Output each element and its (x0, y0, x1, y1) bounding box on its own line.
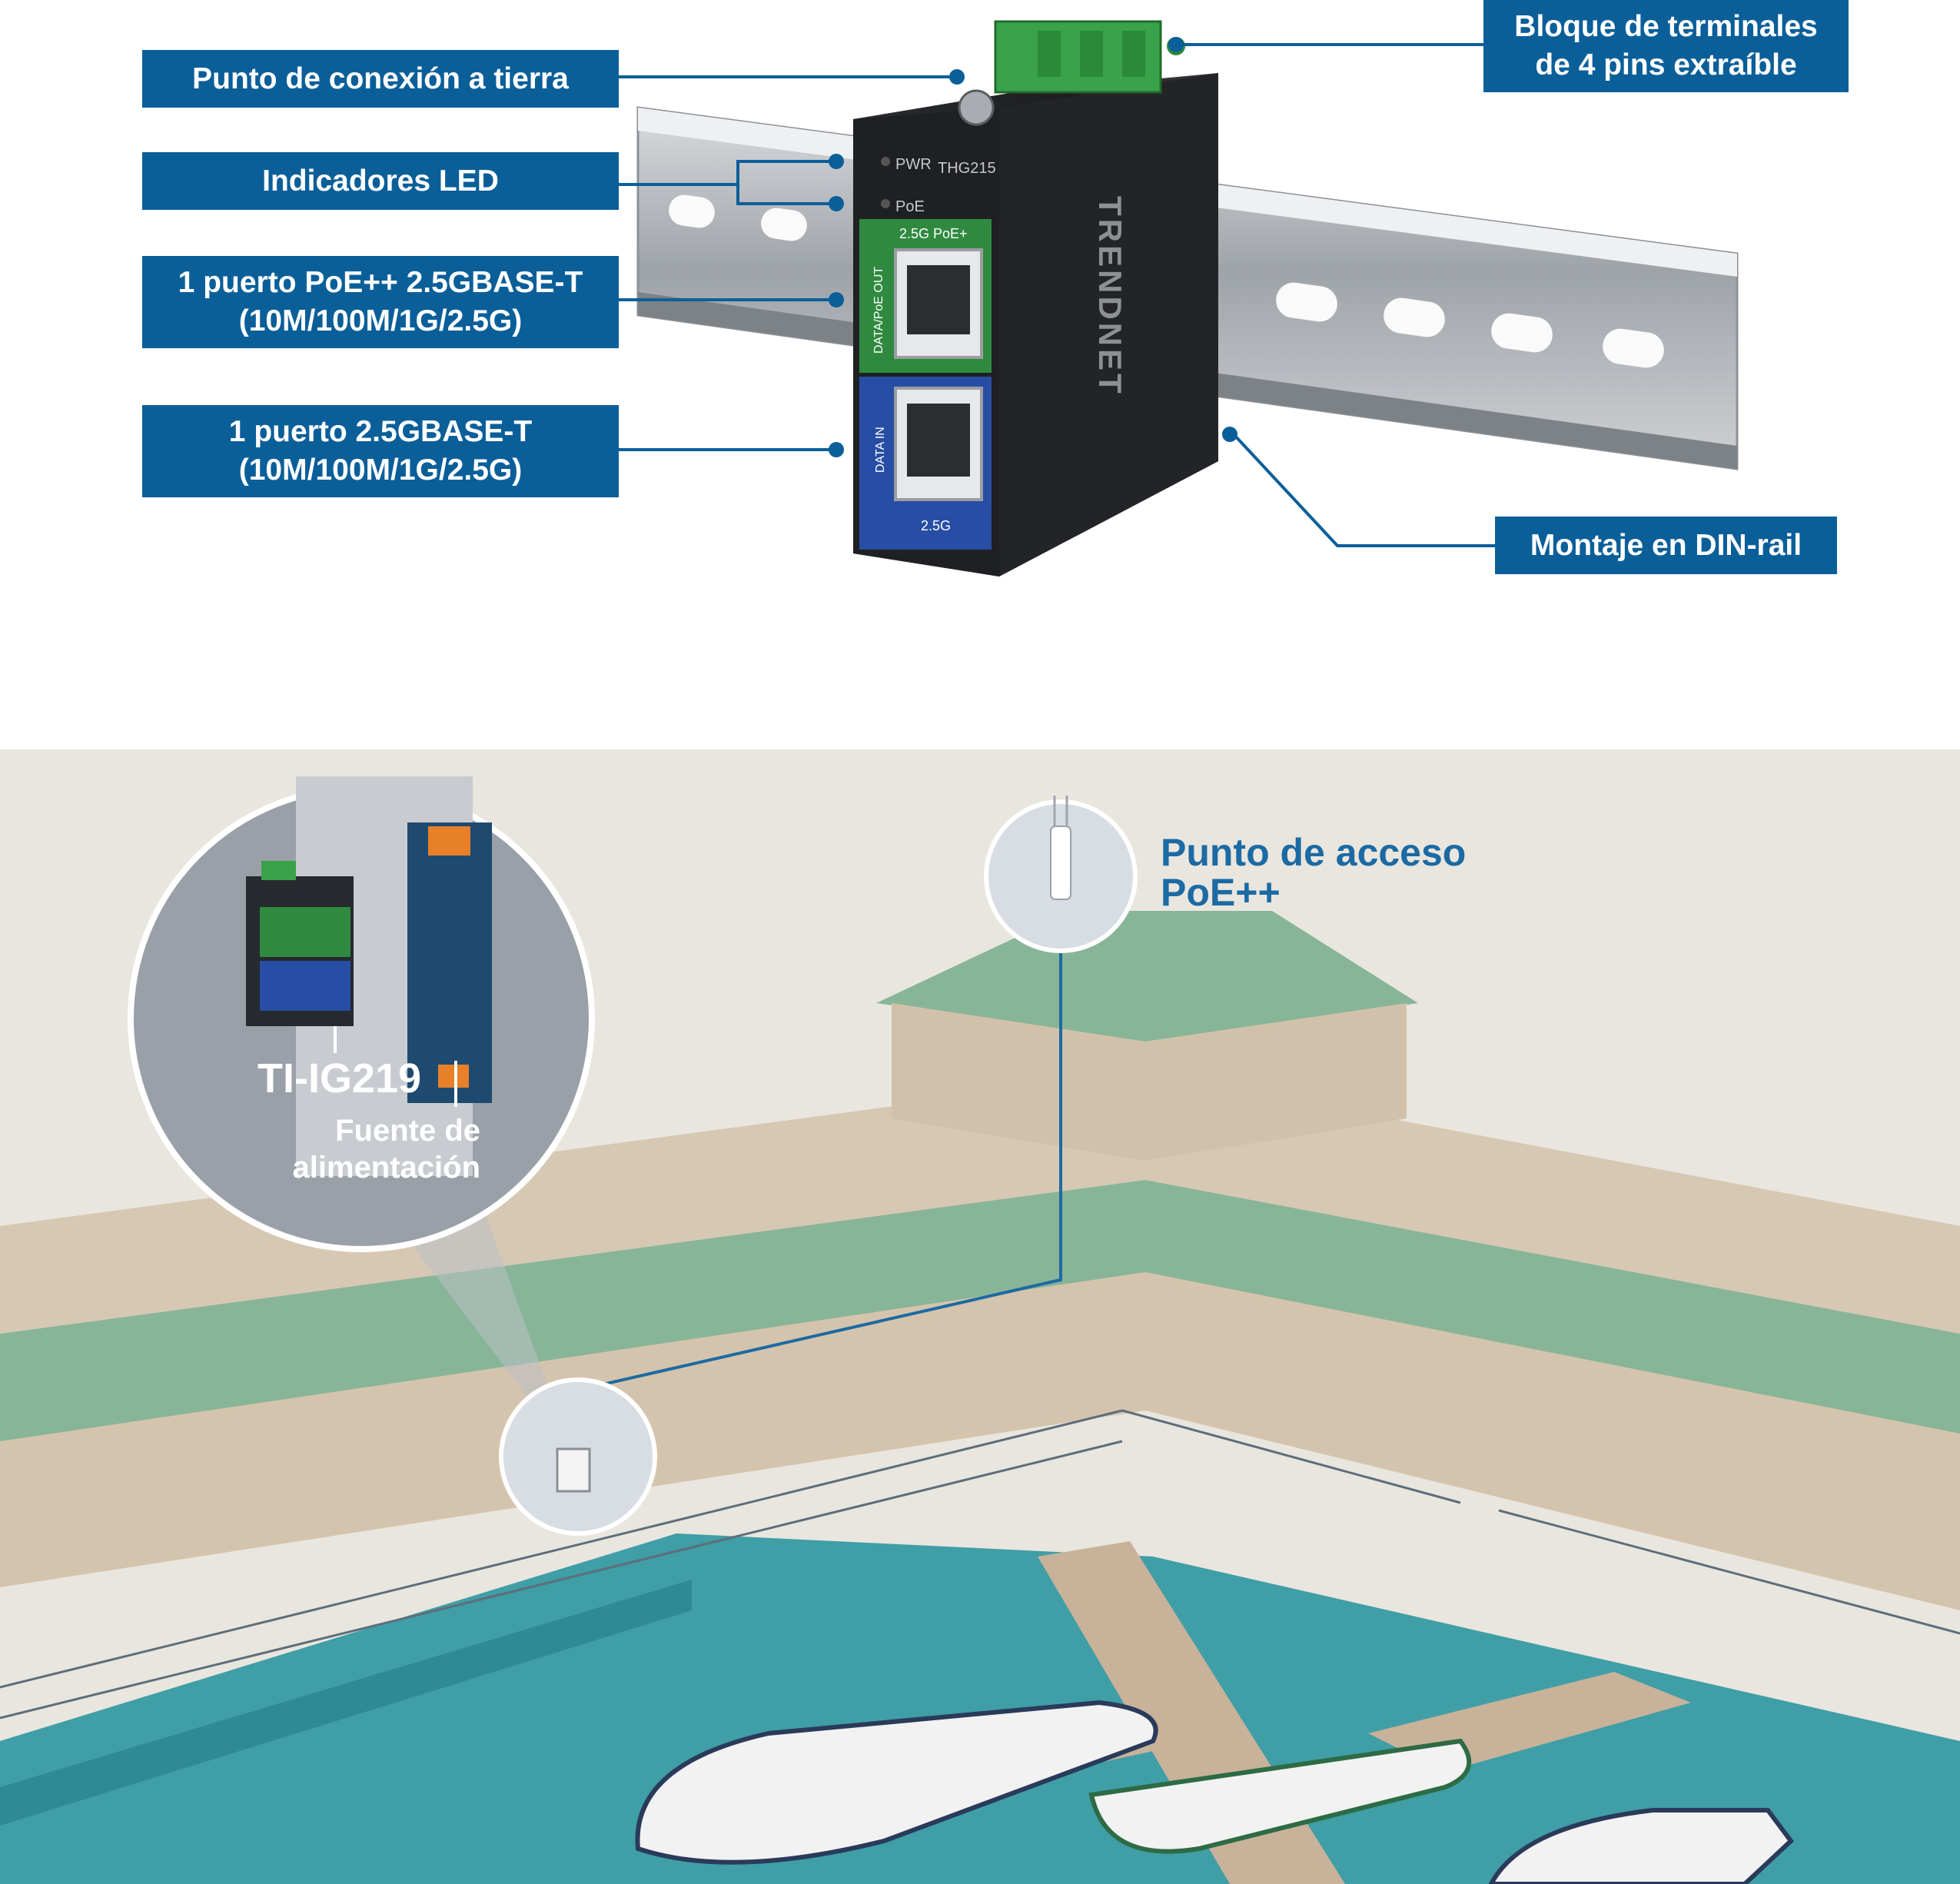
brand-label: TRENDNET (1092, 196, 1128, 397)
pwr-led (881, 157, 890, 166)
ti-ig219-label: TI-IG219 (257, 1055, 422, 1101)
boats (635, 1700, 1795, 1884)
data-in-side-label: DATA IN (874, 427, 887, 473)
marina-scene: Punto de acceso PoE++ TI-IG219 Fuente de… (0, 749, 1960, 1884)
callout-data-port-line1: 1 puerto 2.5GBASE-T (228, 415, 533, 448)
callout-poe-port-line1: 1 puerto PoE++ 2.5GBASE-T (178, 266, 583, 299)
callout-lines (619, 43, 1495, 547)
callout-data-port-line2: (10M/100M/1G/2.5G) (238, 454, 523, 487)
callout-data-port: 1 puerto 2.5GBASE-T (10M/100M/1G/2.5G) (142, 405, 619, 497)
callout-terminal-block: Bloque de terminales de 4 pins extraíble (1483, 0, 1849, 92)
marina-illustration (0, 776, 1960, 1884)
callout-poe-port-line2: (10M/100M/1G/2.5G) (238, 304, 523, 337)
callout-leds-text: Indicadores LED (262, 164, 499, 198)
power-supply-device (407, 822, 492, 1103)
callout-ground: Punto de conexión a tierra (142, 50, 619, 108)
water (0, 1533, 1960, 1884)
power-supply-label-line2: alimentación (292, 1151, 480, 1185)
callout-poe-port: 1 puerto PoE++ 2.5GBASE-T (10M/100M/1G/2… (142, 256, 619, 348)
poe-led (881, 199, 890, 208)
access-point-icon (1050, 826, 1071, 900)
green-roof (0, 1180, 1960, 1441)
access-point-label-line1: Punto de acceso (1161, 831, 1467, 874)
poe-out-side-label: DATA/PoE OUT (872, 267, 885, 354)
access-point-label-line2: PoE++ (1161, 871, 1281, 914)
product-illustration: PWR THG215 PoE 2.5G PoE+ DATA/PoE OUT DA… (619, 20, 1739, 576)
ground-screw (958, 89, 995, 126)
callout-leds: Indicadores LED (142, 152, 619, 210)
callout-dinrail: Montaje en DIN-rail (1495, 517, 1837, 574)
thg215-device: PWR THG215 PoE 2.5G PoE+ DATA/PoE OUT DA… (853, 20, 1218, 576)
callout-ground-text: Punto de conexión a tierra (192, 61, 569, 95)
upper-roof (876, 911, 1418, 1042)
cabinet-icon (556, 1447, 591, 1493)
callout-terminal-line1: Bloque de terminales (1514, 10, 1818, 43)
poe-out-header: 2.5G PoE+ (899, 226, 968, 241)
callout-dots (829, 37, 1237, 457)
pwr-label: PWR (895, 156, 932, 173)
data-in-footer: 2.5G (921, 518, 951, 533)
railing (0, 1409, 1960, 1720)
access-point-label: Punto de acceso PoE++ (1161, 832, 1466, 912)
callout-dinrail-text: Montaje en DIN-rail (1530, 528, 1802, 562)
power-supply-label-line1: Fuente de (335, 1114, 480, 1148)
power-supply-label: Fuente de alimentación (273, 1112, 480, 1186)
model-label: THG215 (938, 160, 996, 177)
product-section: PWR THG215 PoE 2.5G PoE+ DATA/PoE OUT DA… (0, 0, 1960, 749)
callout-terminal-line2: de 4 pins extraíble (1535, 48, 1797, 81)
poe-label: PoE (895, 198, 925, 215)
